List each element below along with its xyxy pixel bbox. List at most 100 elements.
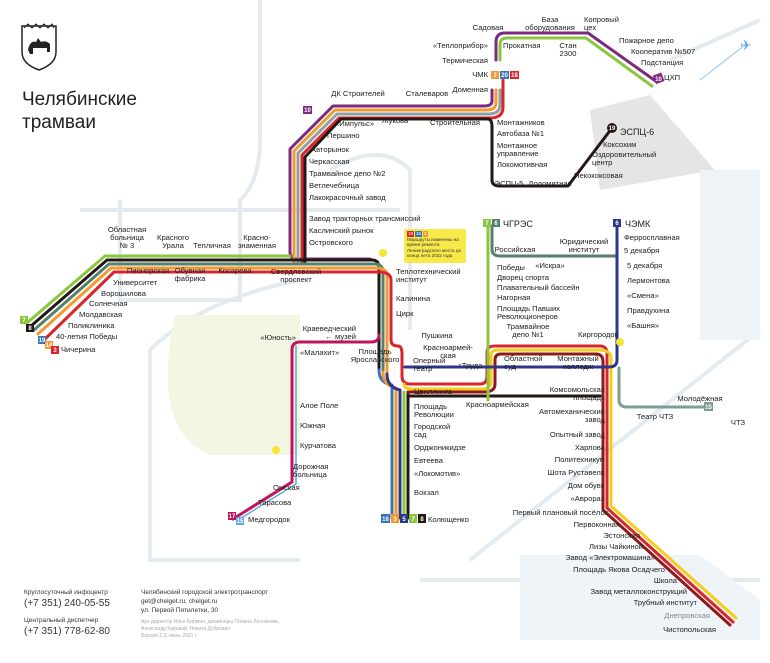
station-cvillinga[interactable]: Цвиллинга	[414, 387, 453, 396]
dispatcher-phone[interactable]: (+7 351) 778-62-80	[24, 626, 110, 637]
station-pervy-plan[interactable]: Первый плановый посёлок	[513, 508, 609, 517]
station-dor-boln-2[interactable]: больница	[293, 470, 328, 479]
station-smena[interactable]: «Смена»	[627, 291, 659, 300]
station-ferrosplav[interactable]: Ферросплавная	[624, 233, 680, 242]
station-lokomotiv[interactable]: «Локомотив»	[414, 469, 460, 478]
station-depo-2[interactable]: Трамвайное депо №2	[309, 169, 386, 178]
station-solnechnaya[interactable]: Солнечная	[89, 299, 128, 308]
station-cirk[interactable]: Цирк	[396, 309, 414, 318]
station-dolomitnaya[interactable]: Доломитная	[528, 179, 572, 188]
station-teplotech-1[interactable]: Теплотехнический	[396, 267, 461, 276]
station-5-dekabrya-b[interactable]: 5 декабря	[627, 261, 662, 270]
station-kraeved-2[interactable]: ← музей	[325, 332, 356, 341]
station-dneprovskaya[interactable]: Днепровская	[664, 611, 710, 620]
station-chtz[interactable]: ЧТЗ	[731, 418, 746, 427]
station-operny-1[interactable]: Оперный	[413, 356, 445, 365]
station-ppr-1[interactable]: Площадь Павших	[497, 304, 560, 313]
station-stan-1[interactable]: Стан	[559, 41, 576, 50]
station-teatr-chtz[interactable]: Театр ЧТЗ	[637, 412, 674, 421]
station-pushkina[interactable]: Пушкина	[421, 331, 453, 340]
station-opytny[interactable]: Опытный завод	[550, 430, 606, 439]
station-obuvnaya-1[interactable]: Обувная	[175, 266, 205, 275]
station-rossiyskaya[interactable]: Российская	[495, 245, 536, 254]
station-krasnoarm-v-2[interactable]: ская	[440, 351, 456, 360]
station-lizy[interactable]: Лизы Чайкиной	[589, 542, 643, 551]
station-impuls[interactable]: «Импульс»	[335, 119, 374, 128]
station-kurchatova[interactable]: Курчатова	[300, 441, 337, 450]
station-dvorec-sporta[interactable]: Дворец спорта	[497, 273, 550, 282]
station-trubny[interactable]: Трубный институт	[634, 598, 698, 607]
station-krasnoznam-1[interactable]: Красно-	[243, 233, 271, 242]
station-osadchego[interactable]: Площадь Якова Осадчего	[573, 565, 665, 574]
station-pl-yarosl-2[interactable]: Ярославского	[351, 355, 400, 364]
station-zavod-tt[interactable]: Завод тракторных трансмиссий	[309, 214, 421, 223]
station-obl-sud-2[interactable]: суд	[504, 362, 516, 371]
station-aloe-pole[interactable]: Алое Поле	[300, 401, 338, 410]
station-teplotech-2[interactable]: институт	[396, 275, 427, 284]
infocenter-phone[interactable]: (+7 351) 240-05-55	[24, 598, 110, 609]
station-komsomol-2[interactable]: площадь	[573, 393, 605, 402]
station-pobedy[interactable]: Победы	[497, 263, 525, 272]
station-avtomeh-2[interactable]: завод	[585, 415, 606, 424]
station-sverdl-2[interactable]: проспект	[280, 275, 312, 284]
station-plavat[interactable]: Плавательный бассейн	[497, 283, 580, 292]
station-kalinina[interactable]: Калинина	[396, 294, 431, 303]
station-moldavskaya[interactable]: Молдавская	[79, 310, 122, 319]
station-avtobaza[interactable]: Автобаза №1	[497, 129, 544, 138]
station-koprovy-1[interactable]: Копровый	[584, 15, 619, 24]
station-pionerskaya[interactable]: Пионерская	[127, 266, 169, 275]
station-kr-urala-1[interactable]: Красного	[157, 233, 189, 242]
station-ozdor-2[interactable]: центр	[592, 158, 612, 167]
station-pl-rev-1[interactable]: Площадь	[414, 402, 447, 411]
station-kolyuschenko[interactable]: Колющенко	[428, 515, 469, 524]
station-ordzhonikidze[interactable]: Орджоникидзе	[414, 443, 466, 452]
station-shkola[interactable]: Школа	[654, 576, 678, 585]
station-ostrovskogo[interactable]: Островского	[309, 238, 353, 247]
station-chmk[interactable]: ЧМК	[472, 70, 488, 79]
station-krasnoarm-v-1[interactable]: Красноармей-	[423, 343, 473, 352]
station-montazh-upr-1[interactable]: Монтажное	[497, 141, 537, 150]
station-pl-rev-2[interactable]: Революции	[414, 410, 454, 419]
station-omskaya[interactable]: Омская	[273, 483, 300, 492]
station-chistopolskaya[interactable]: Чистопольская	[663, 625, 716, 634]
station-pravduhina[interactable]: Правдухина	[627, 306, 670, 315]
station-cherkasskaya[interactable]: Черкасская	[309, 157, 350, 166]
station-gor-sad-2[interactable]: сад	[414, 430, 427, 439]
station-montazh-upr-2[interactable]: управление	[497, 149, 539, 158]
station-voroshilova[interactable]: Ворошилова	[101, 289, 147, 298]
station-avtomeh-1[interactable]: Автомеханический	[539, 407, 605, 416]
station-kr-urala-2[interactable]: Урала	[162, 241, 184, 250]
station-lakokrasochny[interactable]: Лакокрасочный завод	[309, 193, 386, 202]
station-dor-boln-1[interactable]: Дорожная	[293, 462, 328, 471]
station-lokomotivnaya[interactable]: Локомотивная	[497, 160, 547, 169]
station-obl-boln-1[interactable]: Областная	[108, 225, 146, 234]
station-universitet[interactable]: Университет	[113, 278, 158, 287]
station-chgres[interactable]: ЧГРЭС	[503, 219, 533, 229]
station-krasnoznam-2[interactable]: знаменная	[238, 241, 276, 250]
station-vokzal[interactable]: Вокзал	[414, 488, 439, 497]
station-teplichnaya[interactable]: Тепличная	[193, 241, 231, 250]
station-obl-boln-3[interactable]: № 3	[120, 241, 134, 250]
station-teplopribor[interactable]: «Теплоприбор»	[433, 41, 488, 50]
station-obl-boln-2[interactable]: больница	[110, 233, 145, 242]
station-bashnya[interactable]: «Башня»	[627, 321, 659, 330]
station-medgorodok[interactable]: Медгородок	[248, 515, 291, 524]
station-poliklinika[interactable]: Поликлиника	[68, 321, 115, 330]
station-chemk[interactable]: ЧЭМК	[625, 219, 651, 229]
station-ppr-2[interactable]: Революционеров	[497, 312, 558, 321]
station-malahit[interactable]: «Малахит»	[300, 348, 339, 357]
station-espc5[interactable]: ЭСПЦ-5	[495, 179, 524, 188]
station-pozharnoe-depo[interactable]: Пожарное депо	[619, 36, 674, 45]
station-stan-2[interactable]: 2300	[560, 49, 577, 58]
station-zhukova[interactable]: Жукова	[382, 116, 409, 125]
station-yunost[interactable]: «Юность»	[260, 333, 296, 342]
station-krasnoarm-h[interactable]: Красноармейская	[466, 400, 529, 409]
station-kosareva[interactable]: Косарева	[218, 266, 252, 275]
station-sverdl-1[interactable]: Свердловский	[271, 267, 321, 276]
station-gor-sad-1[interactable]: Городской	[414, 422, 450, 431]
station-pekokoksovaya[interactable]: Пекококсовая	[574, 171, 623, 180]
station-komsomol-1[interactable]: Комсомольская	[550, 385, 605, 394]
station-vetlechebnica[interactable]: Ветлечебница	[309, 181, 360, 190]
station-baza-1[interactable]: База	[542, 15, 560, 24]
station-kaslinsky[interactable]: Каслинский рынок	[309, 226, 374, 235]
